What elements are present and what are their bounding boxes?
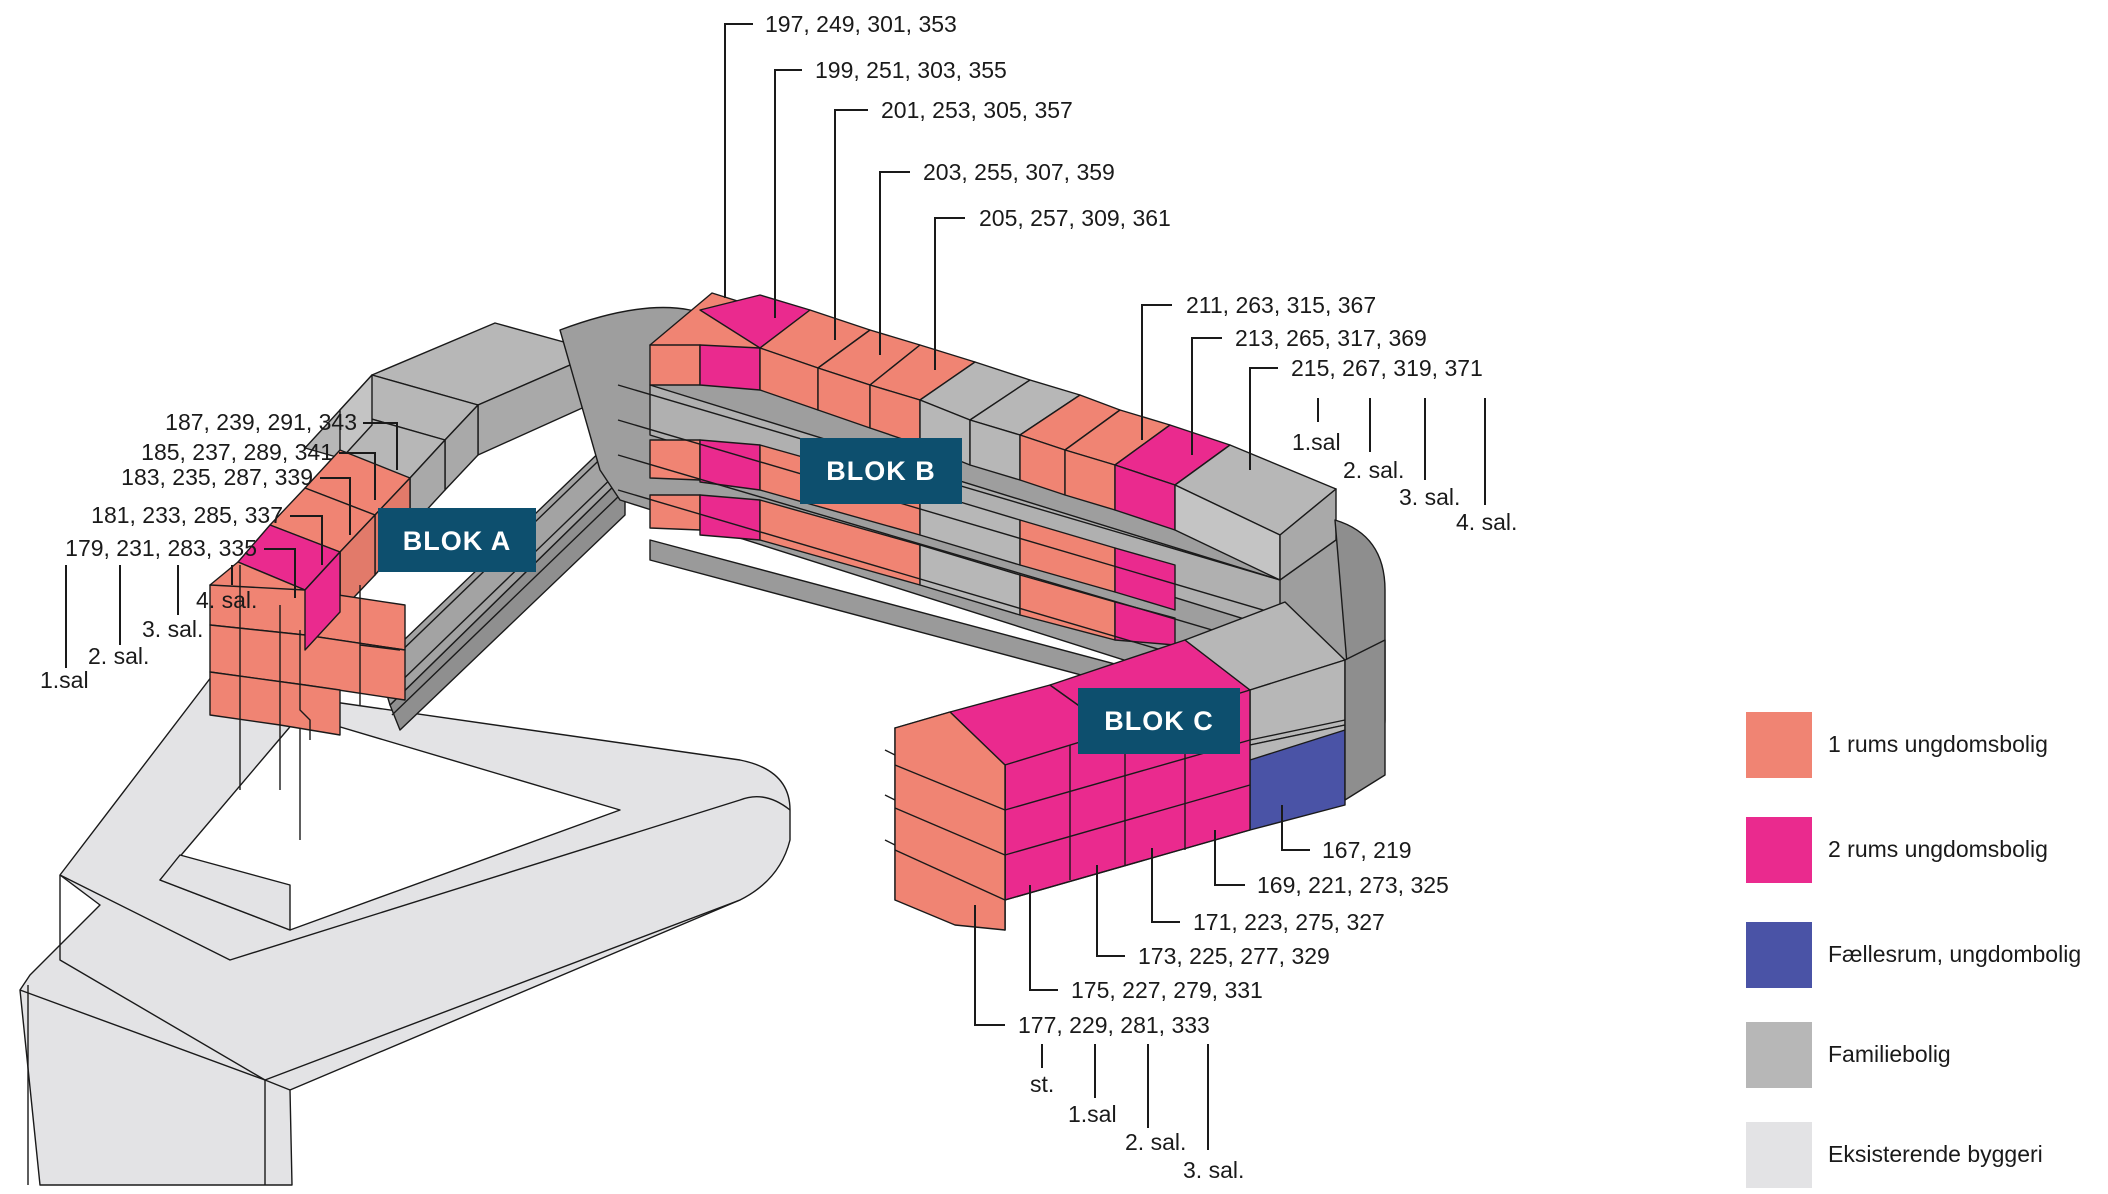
unit-label: 171, 223, 275, 327: [1193, 909, 1385, 935]
blok-b-floor-labels: 1.sal 2. sal. 3. sal. 4. sal.: [1292, 398, 1517, 535]
legend-label: 1 rums ungdomsbolig: [1828, 731, 2048, 757]
floor-label: 2. sal.: [88, 643, 149, 669]
legend-swatch: [1746, 922, 1812, 988]
blok-b-building: [559, 292, 1386, 761]
legend-swatch: [1746, 712, 1812, 778]
floor-label: 3. sal.: [1183, 1157, 1244, 1183]
blok-c-label: BLOK C: [1104, 706, 1214, 736]
floor-label: 4. sal.: [196, 587, 257, 613]
legend-label: Eksisterende byggeri: [1828, 1141, 2043, 1167]
blok-a-unit-labels: 187, 239, 291, 343 185, 237, 289, 341 18…: [65, 409, 398, 598]
legend: 1 rums ungdomsbolig 2 rums ungdomsbolig …: [1746, 712, 2081, 1188]
blok-b-unit-labels: 197, 249, 301, 353 199, 251, 303, 355 20…: [724, 11, 1483, 470]
floor-label: 2. sal.: [1343, 457, 1404, 483]
blok-a-label: BLOK A: [403, 526, 512, 556]
unit-label: 199, 251, 303, 355: [815, 57, 1007, 83]
unit-label: 169, 221, 273, 325: [1257, 872, 1449, 898]
unit-label: 213, 265, 317, 369: [1235, 325, 1427, 351]
unit-label: 203, 255, 307, 359: [923, 159, 1115, 185]
unit-label: 181, 233, 285, 337: [91, 502, 283, 528]
unit-label: 183, 235, 287, 339: [121, 464, 313, 490]
unit-label: 173, 225, 277, 329: [1138, 943, 1330, 969]
floor-label: 4. sal.: [1456, 509, 1517, 535]
legend-label: 2 rums ungdomsbolig: [1828, 836, 2048, 862]
blok-c-floor-labels: st. 1.sal 2. sal. 3. sal.: [1030, 1044, 1244, 1183]
blok-b-badge: BLOK B: [800, 438, 962, 504]
floor-label: st.: [1030, 1071, 1054, 1097]
legend-swatch: [1746, 1122, 1812, 1188]
blok-b-label: BLOK B: [826, 456, 936, 486]
blok-a-floor-labels: 4. sal. 3. sal. 2. sal. 1.sal: [40, 565, 257, 693]
unit-label: 201, 253, 305, 357: [881, 97, 1073, 123]
floor-label: 1.sal: [1292, 429, 1341, 455]
legend-swatch: [1746, 817, 1812, 883]
unit-label: 185, 237, 289, 341: [141, 439, 333, 465]
unit-label: 187, 239, 291, 343: [165, 409, 357, 435]
legend-label: Familiebolig: [1828, 1041, 1951, 1067]
unit-label: 177, 229, 281, 333: [1018, 1012, 1210, 1038]
unit-label: 179, 231, 283, 335: [65, 535, 257, 561]
floor-label: 3. sal.: [1399, 484, 1460, 510]
unit-label: 197, 249, 301, 353: [765, 11, 957, 37]
legend-label: Fællesrum, ungdombolig: [1828, 941, 2081, 967]
unit-label: 205, 257, 309, 361: [979, 205, 1171, 231]
blok-c-unit-labels: 167, 219 169, 221, 273, 325 171, 223, 27…: [974, 805, 1449, 1038]
floor-label: 1.sal: [40, 667, 89, 693]
legend-swatch: [1746, 1022, 1812, 1088]
floor-label: 1.sal: [1068, 1101, 1117, 1127]
unit-label: 167, 219: [1322, 837, 1412, 863]
unit-label: 175, 227, 279, 331: [1071, 977, 1263, 1003]
unit-label: 215, 267, 319, 371: [1291, 355, 1483, 381]
existing-building: [19, 639, 791, 1186]
unit-label: 211, 263, 315, 367: [1186, 292, 1376, 318]
floor-label: 3. sal.: [142, 616, 203, 642]
blok-a-badge: BLOK A: [378, 508, 536, 572]
floor-label: 2. sal.: [1125, 1129, 1186, 1155]
blok-c-badge: BLOK C: [1078, 688, 1240, 754]
